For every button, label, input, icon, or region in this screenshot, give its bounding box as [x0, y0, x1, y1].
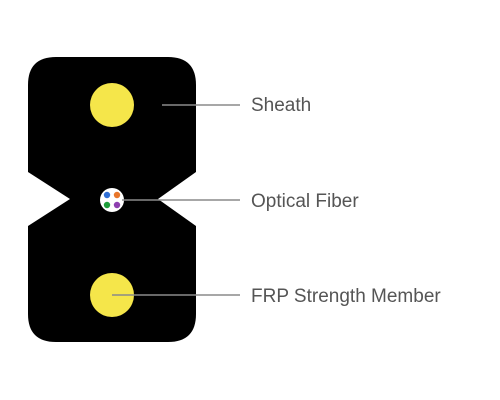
fiber-dot-blue [103, 191, 111, 199]
fiber-dot-orange [113, 191, 121, 199]
optical-fiber-bundle [100, 188, 124, 212]
frp-strength-member-label: FRP Strength Member [251, 286, 441, 307]
optical-fiber-label: Optical Fiber [251, 191, 359, 212]
fiber-dot-green [103, 201, 111, 209]
sheath-label: Sheath [251, 95, 311, 116]
upper-strength-member [90, 83, 134, 127]
fiber-core-background [100, 188, 124, 212]
fiber-dot-purple [113, 201, 121, 209]
